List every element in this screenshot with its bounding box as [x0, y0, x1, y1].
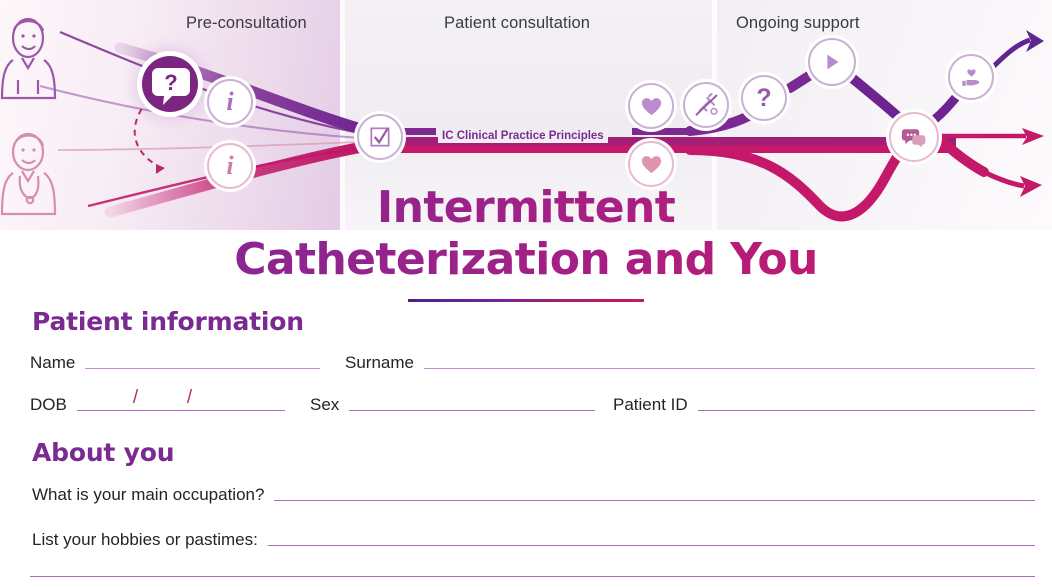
speech-bubble-shape: ? [152, 68, 190, 105]
clinician-avatar-pink [0, 132, 57, 216]
field-label-name: Name [30, 353, 76, 372]
question-letter: ? [756, 83, 772, 112]
info-letter: i [226, 87, 234, 116]
field-input-surname[interactable] [423, 368, 1035, 369]
info-icon-pink[interactable]: i [207, 143, 253, 189]
stage-label-ongoing-support: Ongoing support [736, 14, 860, 32]
question-icon[interactable]: ? [741, 75, 787, 121]
page-title-line2: Catheterization and You [234, 234, 818, 285]
field-label-main-occupation: What is your main occupation? [32, 485, 265, 504]
heart-shape [641, 155, 661, 173]
field-label-hobbies-pastimes: List your hobbies or pastimes: [32, 530, 258, 549]
play-triangle-shape [827, 54, 839, 70]
page-title-line1: Intermittent [376, 182, 676, 233]
crossed-needle-shape [695, 92, 718, 116]
field-patient-id[interactable]: Patient ID [613, 395, 1035, 415]
field-input-sex[interactable] [349, 410, 595, 411]
section-heading-patient-information: Patient information [32, 307, 304, 336]
chat-bubbles-shape [901, 129, 926, 148]
field-label-patient-id: Patient ID [613, 395, 688, 414]
dob-separator-1: / [132, 387, 139, 408]
patient-avatar-purple [0, 17, 57, 100]
info-icon-purple[interactable]: i [207, 79, 253, 125]
section-heading-about-you: About you [32, 438, 175, 467]
heart-icon-purple[interactable] [628, 83, 674, 129]
field-dob[interactable]: DOB / / [30, 387, 285, 415]
question-speech-bubble-icon[interactable]: ? [142, 56, 198, 112]
pathway-label: IC Clinical Practice Principles [438, 129, 608, 143]
no-needle-icon[interactable] [683, 82, 729, 128]
field-name[interactable]: Name [30, 353, 320, 373]
checkbox-shape [370, 127, 390, 147]
hand-heart-shape [961, 68, 979, 86]
title-underline [408, 299, 644, 302]
field-input-name[interactable] [85, 368, 320, 369]
field-sex[interactable]: Sex [310, 395, 595, 415]
chat-bubbles-icon[interactable] [889, 112, 939, 162]
heart-icon-pink[interactable] [628, 141, 674, 187]
field-input-patient-id[interactable] [697, 410, 1035, 411]
field-input-hobbies-pastimes-line1[interactable] [267, 545, 1035, 546]
hand-heart-support-icon[interactable] [948, 54, 994, 100]
field-hobbies-pastimes[interactable]: List your hobbies or pastimes: [32, 530, 1035, 550]
field-input-main-occupation[interactable] [274, 500, 1035, 501]
stage-label-patient-consultation: Patient consultation [444, 14, 591, 32]
field-label-sex: Sex [310, 395, 340, 414]
page-title: Intermittent Catheterization and You [0, 182, 1052, 286]
journey-banner: Pre-consultation Patient consultation On… [0, 0, 1052, 230]
field-main-occupation[interactable]: What is your main occupation? [32, 485, 1035, 505]
field-label-surname: Surname [345, 353, 414, 372]
play-video-icon[interactable] [808, 38, 856, 86]
field-input-dob[interactable]: / / [76, 387, 285, 411]
title-block: Intermittent Catheterization and You [0, 182, 1052, 302]
heart-shape [641, 97, 661, 115]
field-label-dob: DOB [30, 395, 67, 414]
stage-label-pre-consultation: Pre-consultation [186, 14, 307, 32]
field-input-hobbies-pastimes-line2[interactable] [30, 576, 1035, 577]
checklist-icon[interactable] [357, 114, 403, 160]
info-letter: i [226, 151, 234, 180]
dob-separator-2: / [186, 387, 193, 408]
field-surname[interactable]: Surname [345, 353, 1035, 373]
svg-text:?: ? [164, 70, 177, 95]
